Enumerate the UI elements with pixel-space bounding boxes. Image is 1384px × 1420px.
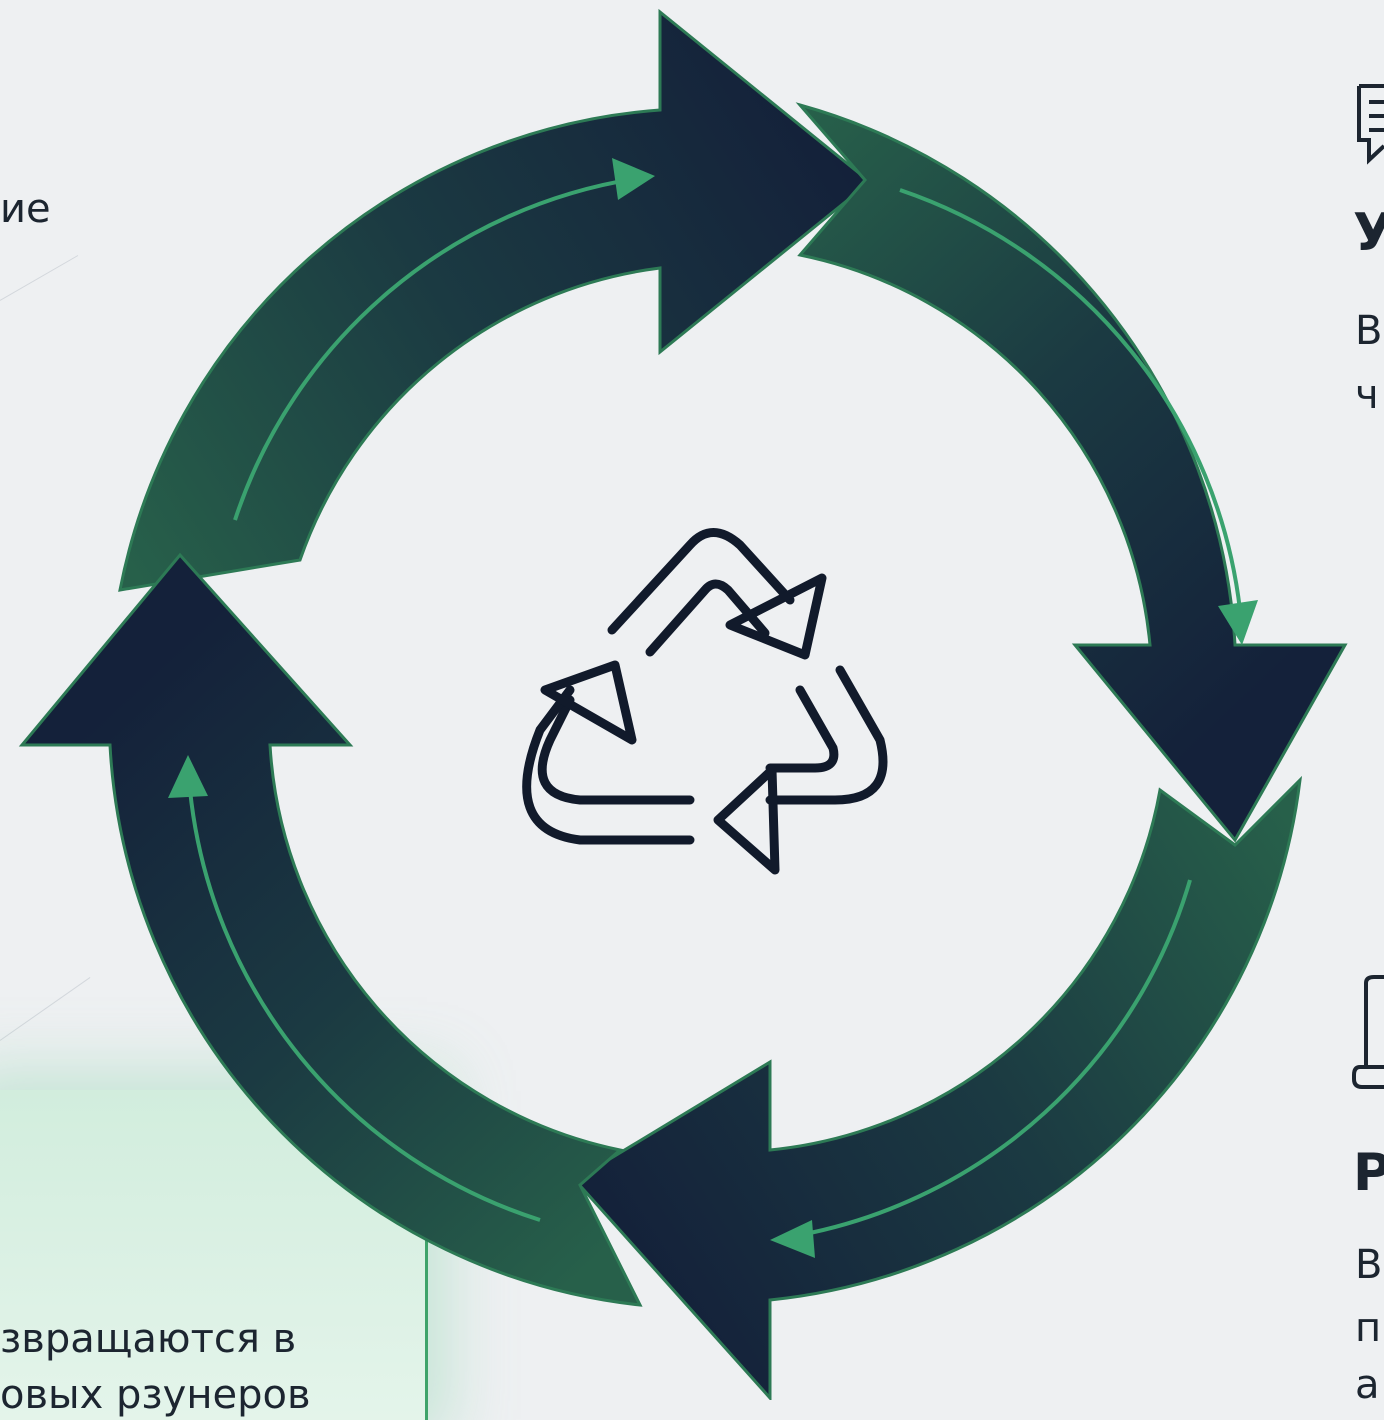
laptop-icon [1352,975,1384,1089]
document-chat-icon [1357,84,1384,165]
right-top-line-1: В [1355,308,1383,354]
cycle-arrow-left [18,552,643,1307]
left-top-text-fragment: ие [0,186,51,232]
right-bottom-line-1: В [1355,1242,1383,1288]
cycle-arrow-top [118,8,873,592]
right-bottom-line-3: а [1355,1362,1380,1408]
right-bottom-line-2: п [1355,1305,1382,1351]
right-bottom-title-fragment: Р [1353,1143,1384,1203]
right-top-line-2: ч [1355,372,1379,418]
cycle-arrow-bottom [572,775,1303,1400]
cycle-arrow-right [795,102,1348,843]
left-bottom-text-line-1: звращаются в [0,1316,297,1362]
recycle-icon [522,528,888,875]
right-top-title-fragment: У [1353,203,1384,263]
